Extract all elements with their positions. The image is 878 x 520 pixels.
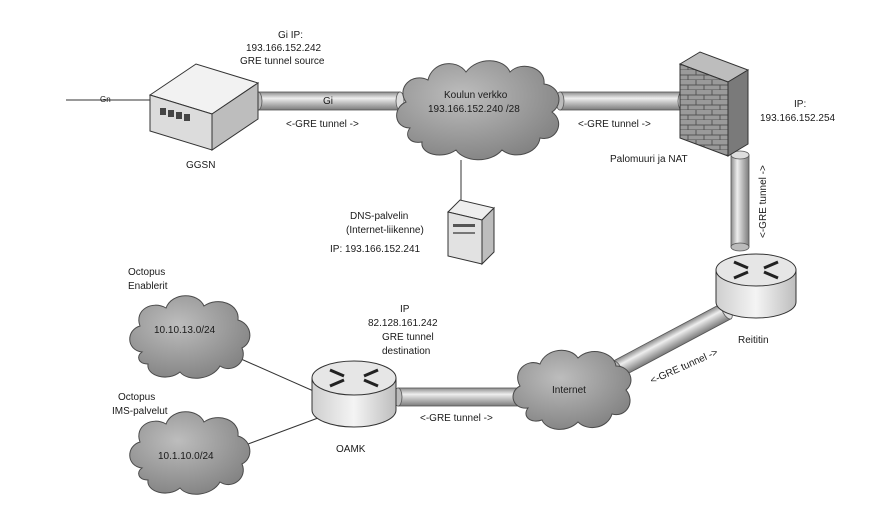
dns-server-device [447, 199, 495, 266]
internet-label: Internet [552, 385, 586, 396]
oamk-ip-title: IP [400, 304, 410, 315]
ggsn-ip-title: Gi IP: [278, 30, 303, 41]
enablerit-link [231, 354, 319, 394]
gi-label: Gi [323, 96, 333, 107]
enablerit-title-1: Octopus [128, 267, 165, 278]
gn-label: Gn [100, 95, 111, 104]
router-device [715, 253, 797, 319]
router-arrows-icon [733, 260, 779, 280]
ggsn-label: GGSN [186, 160, 215, 171]
oamk-label: OAMK [336, 444, 366, 455]
ims-subnet: 10.1.10.0/24 [158, 451, 214, 462]
router-label: Reititin [738, 335, 769, 346]
dns-label-3: IP: 193.166.152.241 [330, 244, 421, 255]
oamk-ip-address: 82.128.161.242 [368, 318, 438, 329]
firewall-router-tunnel-label: <-GRE tunnel -> [758, 165, 769, 238]
school-network-name: Koulun verkko [444, 90, 508, 101]
pipe-internet-oamk [393, 387, 531, 407]
internet-cloud: Internet [512, 349, 632, 430]
ims-title-2: IMS-palvelut [112, 406, 168, 417]
oamk-router-arrows-icon [329, 368, 379, 388]
oamk-ip-note-2: destination [382, 346, 430, 357]
internet-oamk-tunnel-label: <-GRE tunnel -> [420, 413, 493, 424]
school-network-cloud: Koulun verkko 193.166.152.240 /28 [396, 60, 560, 161]
dns-label-1: DNS-palvelin [350, 211, 408, 222]
school-firewall-tunnel-label: <-GRE tunnel -> [578, 119, 651, 130]
dns-label-2: (Internet-liikenne) [346, 225, 424, 236]
ggsn-ip-address: 193.166.152.242 [246, 43, 322, 54]
firewall-device [678, 51, 750, 157]
gn-link: Gn [66, 95, 158, 104]
firewall-ip-address: 193.166.152.254 [760, 113, 836, 124]
enablerit-cloud: 10.10.13.0/24 [129, 295, 251, 379]
enablerit-subnet: 10.10.13.0/24 [154, 325, 216, 336]
ims-title-1: Octopus [118, 392, 155, 403]
school-network-subnet: 193.166.152.240 /28 [428, 104, 520, 115]
pipe-firewall-router [730, 150, 750, 252]
gi-tunnel-label: <-GRE tunnel -> [286, 119, 359, 130]
firewall-ip-title: IP: [794, 99, 806, 110]
ggsn-ip-note: GRE tunnel source [240, 56, 325, 67]
ggsn-device [148, 63, 260, 151]
oamk-router-device [311, 360, 397, 428]
firewall-label: Palomuuri ja NAT [610, 154, 688, 165]
enablerit-title-2: Enablerit [128, 281, 168, 292]
ims-cloud: 10.1.10.0/24 [129, 411, 251, 495]
pipe-school-firewall [555, 91, 687, 111]
oamk-ip-note-1: GRE tunnel [382, 332, 434, 343]
